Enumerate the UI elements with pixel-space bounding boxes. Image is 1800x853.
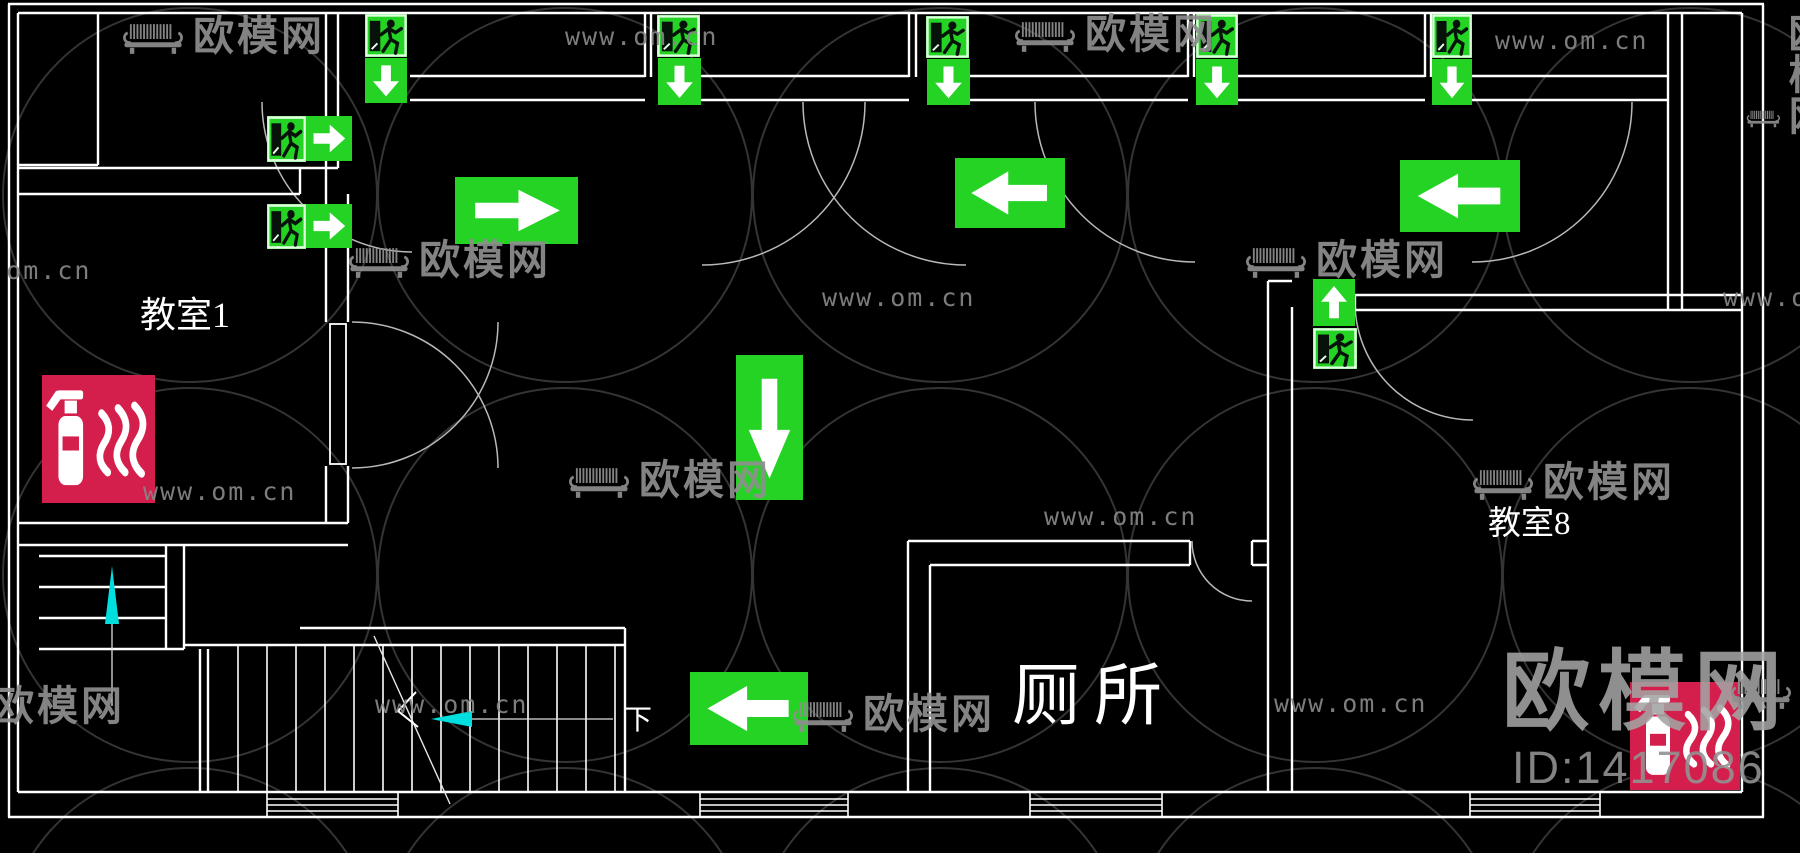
exit-sign-classroom1-upper-man [267,116,306,162]
exit-sign-room3-man [926,16,969,58]
fire-extinguisher-sign-classroom1 [42,375,155,503]
stairs-left-arrow [431,711,472,727]
exit-sign-classroom1-lower-arrow-right [306,204,352,248]
watermark-model-id: ID:1417086 [1512,742,1765,793]
evac-arrow-down-corridor-center [736,355,803,500]
exit-sign-classroom8-man [1313,328,1357,369]
exit-sign-classroom1-upper-arrow-right [306,116,352,161]
exit-sign-room5-down [1432,59,1472,105]
stairs-up-arrow [105,566,119,624]
fire-extinguisher-sign-southeast [1630,682,1740,790]
evac-arrow-left-corridor-center [955,158,1065,228]
stairs-down-label: 下 [624,705,653,736]
exit-sign-room2-down [658,58,701,105]
exit-sign-room2-man [657,15,700,57]
exit-sign-room3-down [927,59,970,105]
room-label-classroom8: 教室8 [1488,506,1571,542]
exit-sign-room4-down [1196,59,1238,105]
room-label-classroom1: 教室1 [140,295,231,335]
exit-sign-classroom1-lower-man [267,204,306,249]
exit-sign-room1-man [365,14,407,57]
walls [7,2,1765,819]
watermark-brand-large: 欧模网 [1502,642,1791,741]
evac-arrow-up-classroom8-door [1313,279,1355,326]
stair-flow-arrows [105,566,613,805]
room-label-toilet: 厕所 [1012,658,1177,734]
exit-sign-room4-man [1196,14,1238,58]
evac-arrow-left-corridor-south [690,672,808,745]
exit-sign-room1-down [365,58,407,103]
exit-sign-room5-man [1432,14,1472,58]
evac-arrow-left-corridor-east [1400,160,1520,232]
evac-arrow-right-corridor-west [455,177,578,244]
